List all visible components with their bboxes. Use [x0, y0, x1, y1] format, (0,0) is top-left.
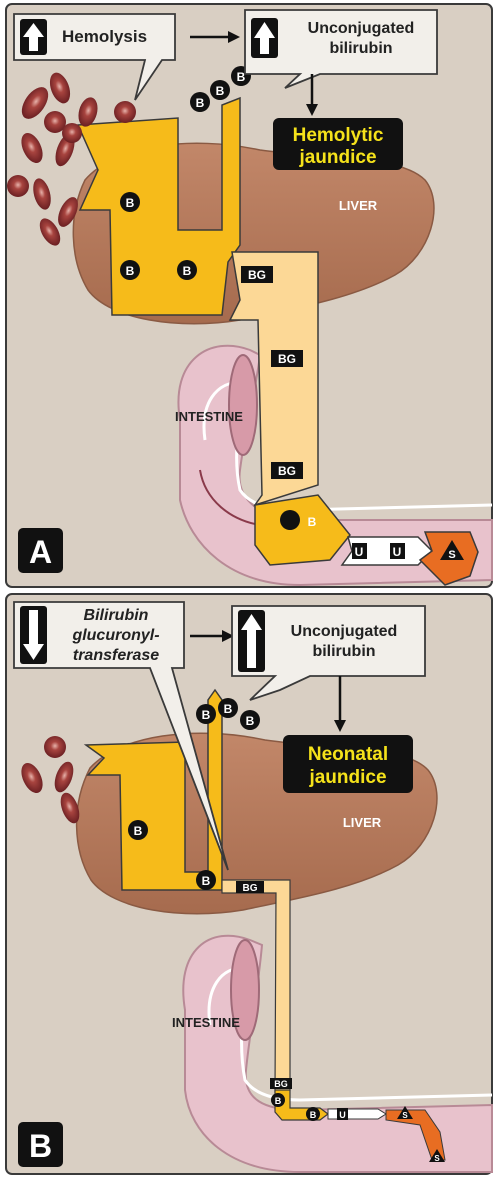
b-label: B [246, 714, 255, 728]
u-label: U [393, 545, 402, 559]
b-label: B [202, 708, 211, 722]
u-label: U [355, 545, 364, 559]
b-label: B [310, 1110, 317, 1120]
liver-label-a: LIVER [339, 198, 378, 213]
bg-label: BG [243, 883, 258, 894]
neonatal-jaundice-line2: jaundice [308, 767, 386, 788]
enzyme-line1: Bilirubin [84, 607, 149, 624]
unconjugated-line1-b: Unconjugated [291, 623, 398, 640]
b-label: B [224, 702, 233, 716]
b-label: B [216, 84, 225, 98]
bg-label: BG [248, 268, 266, 282]
unconjugated-line1-a: Unconjugated [308, 20, 415, 37]
bacteria-dot-a [280, 510, 300, 530]
b-label: B [202, 874, 211, 888]
u-label: U [339, 1110, 346, 1120]
b-label: B [275, 1096, 282, 1106]
intestine-label-a: INTESTINE [175, 409, 243, 424]
enzyme-line2: glucuronyl- [71, 627, 159, 644]
bg-label: BG [278, 464, 296, 478]
b-label: B [196, 96, 205, 110]
s-label: S [434, 1154, 440, 1163]
bg-label: BG [278, 352, 296, 366]
s-label: S [448, 549, 455, 561]
b-label: B [183, 264, 192, 278]
panel-a: LIVER B B B B B B [6, 4, 492, 587]
urobilinogen-arrow-b [328, 1109, 386, 1119]
unconjugated-line2-b: bilirubin [312, 643, 375, 660]
intestine-label-b: INTESTINE [172, 1015, 240, 1030]
liver-label-b: LIVER [343, 815, 382, 830]
hemolytic-jaundice-line2: jaundice [298, 147, 376, 168]
enzyme-line3: transferase [73, 647, 159, 664]
panel-b: LIVER B B B B B B B BG BG U [6, 594, 492, 1174]
b-label: B [134, 824, 143, 838]
bg-label: BG [274, 1079, 288, 1089]
neonatal-jaundice-line1: Neonatal [308, 744, 388, 765]
panel-letter-a: A [29, 534, 52, 570]
hemolytic-jaundice-line1: Hemolytic [293, 125, 384, 146]
s-label: S [402, 1111, 408, 1120]
b-label: B [126, 264, 135, 278]
unconjugated-line2-a: bilirubin [329, 40, 392, 57]
b-label: B [126, 196, 135, 210]
panel-letter-b: B [29, 1128, 52, 1164]
hemolysis-label: Hemolysis [62, 27, 147, 46]
b-label-outlet: B [308, 515, 317, 529]
